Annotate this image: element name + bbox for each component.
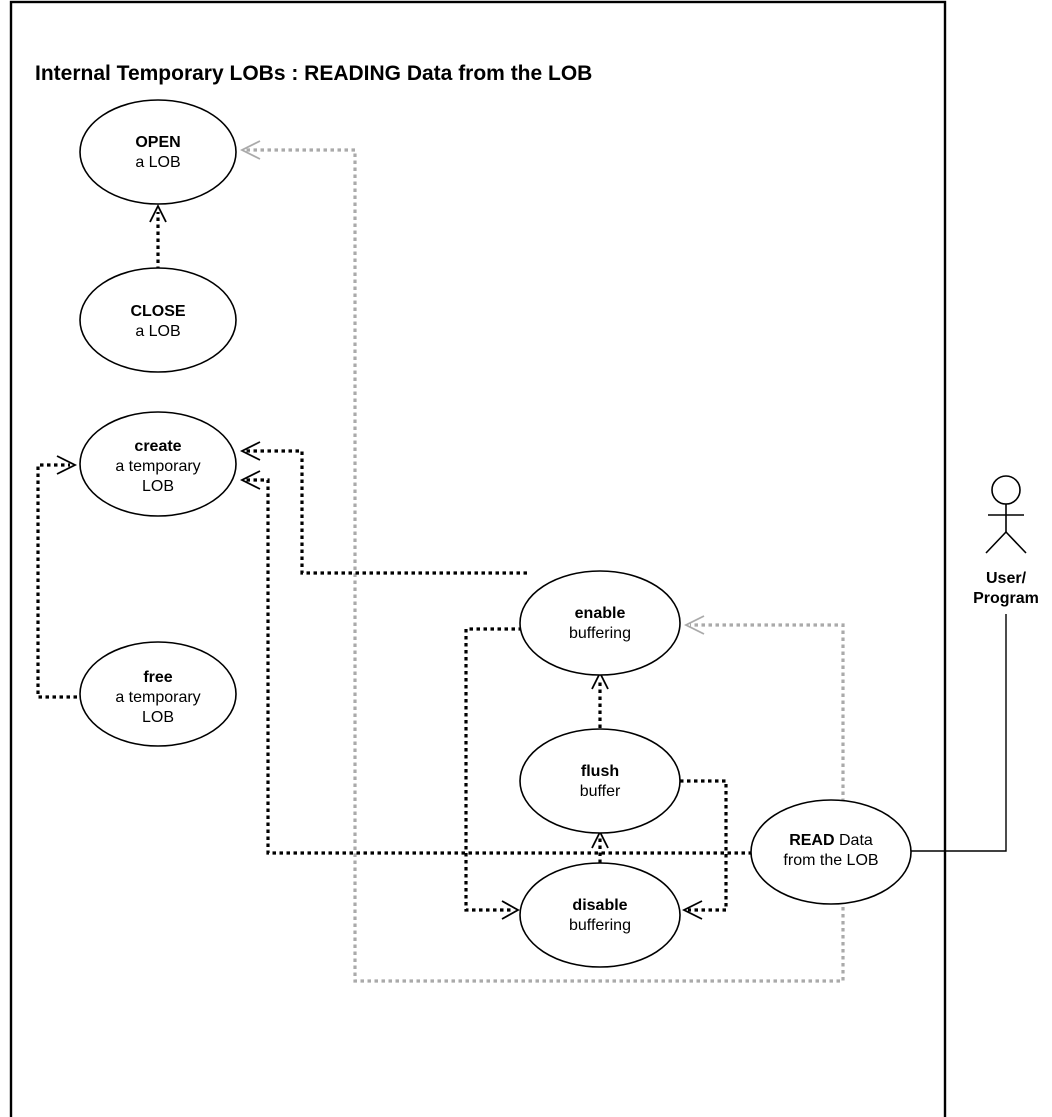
diagram-title: Internal Temporary LOBs : READING Data f…	[35, 62, 592, 85]
arrowhead-open-from-close	[149, 203, 167, 223]
use-case-create-line3: LOB	[142, 478, 174, 495]
arrowhead-disable-from-flush	[681, 900, 703, 920]
arrowhead-disable-from-enable	[501, 900, 520, 920]
connector-read-enable	[690, 623, 845, 830]
use-case-free[interactable]: free a temporary LOB	[79, 641, 237, 747]
use-case-read[interactable]: READ Data from the LOB	[750, 799, 912, 905]
use-case-open[interactable]: OPEN a LOB	[79, 99, 237, 205]
use-case-enable-line2: buffering	[569, 625, 631, 642]
use-case-read-line1: READ Data	[789, 832, 873, 849]
use-case-read-line1-rest: Data	[835, 832, 873, 849]
use-case-close-line2: a LOB	[135, 323, 180, 340]
use-case-flush[interactable]: flush buffer	[519, 728, 681, 834]
actor-stick-figure-icon	[985, 475, 1027, 554]
use-case-free-line3: LOB	[142, 709, 174, 726]
use-case-disable-line2: buffering	[569, 917, 631, 934]
use-case-flush-bold: flush	[581, 763, 619, 780]
arrowhead-create-from-free	[56, 455, 78, 475]
use-case-free-bold: free	[143, 669, 172, 686]
use-case-create-line2: a temporary	[115, 458, 200, 475]
use-case-enable-bold: enable	[575, 605, 626, 622]
connector-free-create	[36, 463, 77, 699]
use-case-flush-line2: buffer	[580, 783, 621, 800]
use-case-close[interactable]: CLOSE a LOB	[79, 267, 237, 373]
use-case-disable-bold: disable	[572, 897, 627, 914]
arrowhead-enable-from-read	[683, 615, 705, 635]
use-case-open-line2: a LOB	[135, 154, 180, 171]
use-case-free-line2: a temporary	[115, 689, 200, 706]
connector-enable-create	[246, 449, 527, 575]
use-case-read-bold: READ	[789, 832, 834, 849]
connector-flush-disable	[680, 779, 728, 912]
system-boundary	[9, 0, 947, 1117]
use-case-disable[interactable]: disable buffering	[519, 862, 681, 968]
arrowhead-create-from-enable	[239, 441, 261, 461]
use-case-enable[interactable]: enable buffering	[519, 570, 681, 676]
actor-label-line2: Program	[973, 590, 1039, 607]
connector-enable-disable	[464, 627, 522, 912]
use-case-open-bold: OPEN	[135, 134, 180, 151]
connector-read-create	[246, 478, 752, 855]
arrowhead-open-from-read	[239, 140, 261, 160]
connector-read-open	[246, 148, 845, 983]
use-case-close-bold: CLOSE	[130, 303, 185, 320]
actor-label-line1: User/	[986, 570, 1027, 587]
use-case-create-bold: create	[134, 438, 181, 455]
use-case-create[interactable]: create a temporary LOB	[79, 411, 237, 517]
actor-association-line	[910, 614, 1007, 852]
use-case-read-line2: from the LOB	[783, 852, 878, 869]
arrowhead-create-from-read	[239, 470, 261, 490]
